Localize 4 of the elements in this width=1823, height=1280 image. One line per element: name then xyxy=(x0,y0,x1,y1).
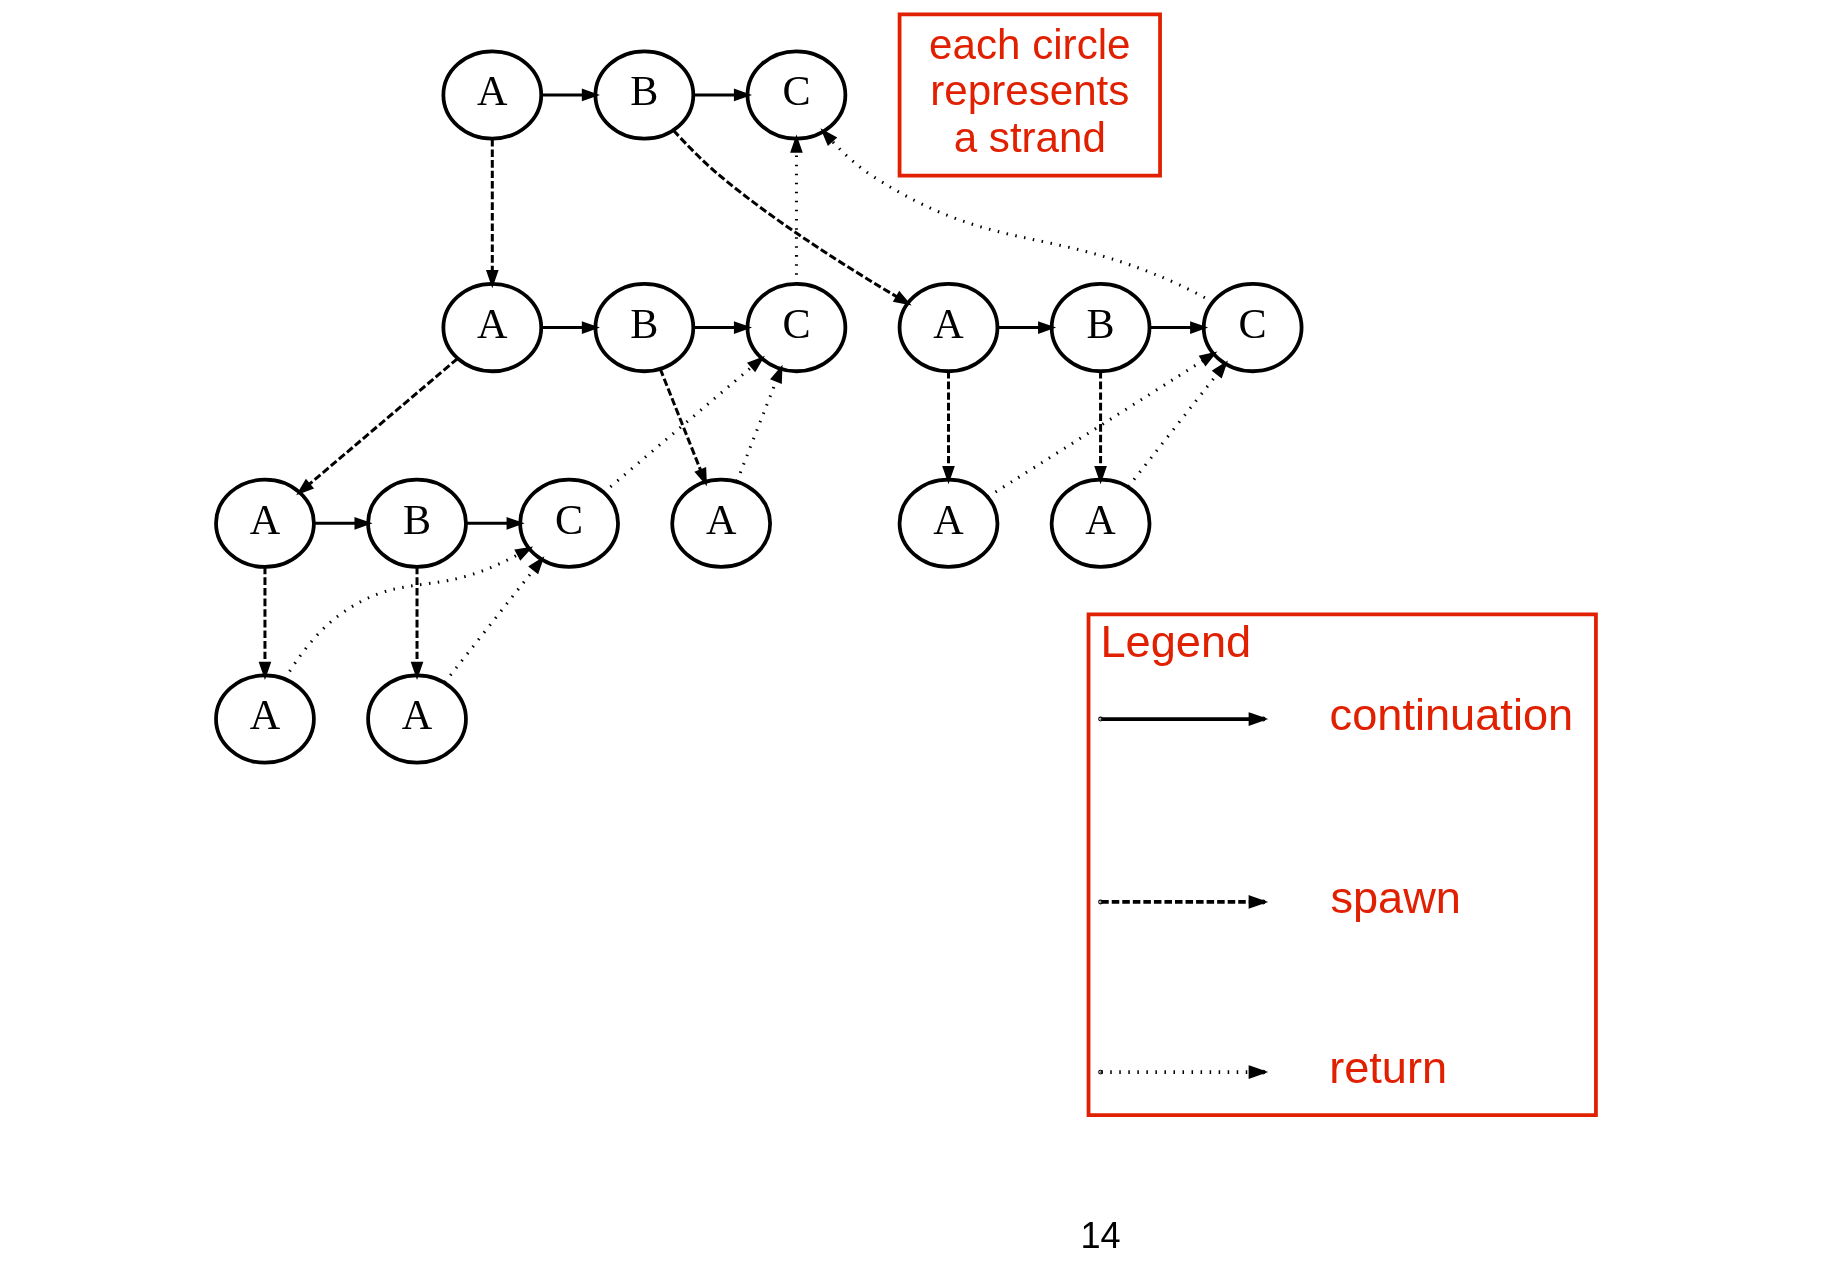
legend-label: spawn xyxy=(1329,872,1461,924)
legend-label: continuation xyxy=(1329,689,1573,741)
legend-label: return xyxy=(1328,1042,1447,1094)
label: 14 xyxy=(1079,1214,1121,1256)
